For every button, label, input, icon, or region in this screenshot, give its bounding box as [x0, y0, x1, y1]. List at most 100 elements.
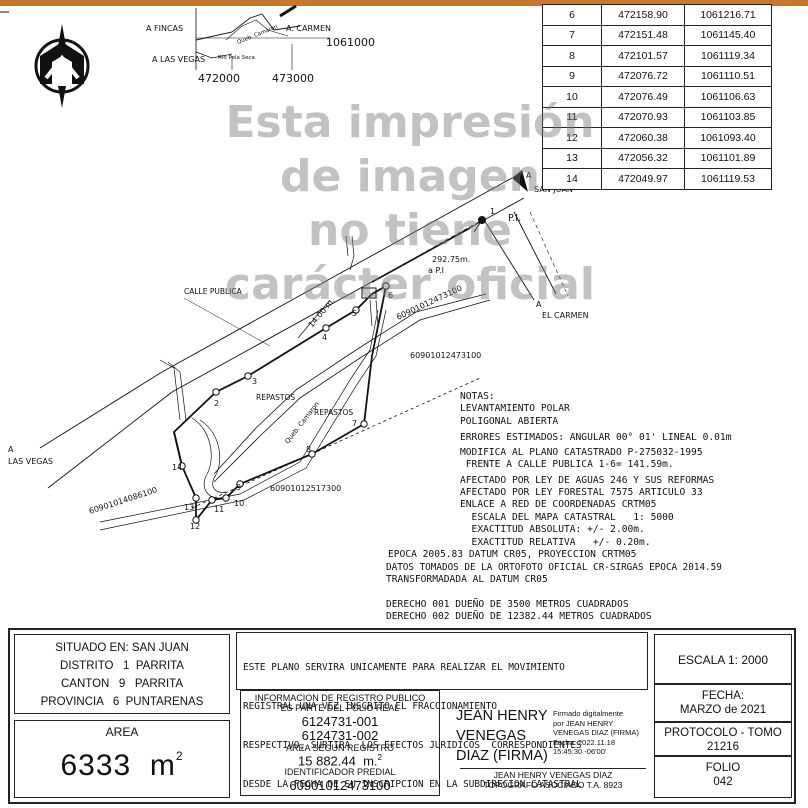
coord-point: 6 — [542, 4, 602, 26]
area-value: 6333 m — [60, 749, 176, 782]
protocolo-label: PROTOCOLO - TOMO — [664, 727, 782, 739]
location-map: A FINCAS A. CARMEN A LAS VEGAS Rio Pela … — [0, 4, 375, 85]
note-line: TRANSFORMADADA AL DATUM CR05 — [386, 574, 548, 585]
coord-x: 472076.72 — [601, 65, 685, 87]
location-box: SITUADO EN: SAN JUAN DISTRITO 1 PARRITA … — [14, 634, 230, 714]
coord-y: 1061093.40 — [684, 127, 772, 149]
signature-line: Fecha: 2022.11.18 — [553, 737, 615, 747]
registro-title-1: INFORMACION DE REGISTRO PUBLICO — [254, 693, 426, 703]
coord-point: 7 — [542, 24, 602, 46]
note-line: AFECTADO POR LEY FORESTAL 7575 ARTICULO … — [460, 487, 703, 498]
survey-point-marker — [178, 462, 186, 470]
coord-point: 12 — [542, 127, 602, 149]
protocolo-box: PROTOCOLO - TOMO 21216 — [654, 722, 792, 756]
coord-x: 472076.49 — [601, 86, 685, 108]
notice-line: REGISTRAL UNA VEZ INSCRITO EL FRACCIONAM… — [243, 701, 497, 712]
note-line: ERRORES ESTIMADOS: ANGULAR 00° 01' LINEA… — [460, 432, 732, 443]
identificador-value: 60901012473100 — [289, 778, 391, 794]
protocolo-value: 21216 — [707, 741, 739, 753]
location-easting-2: 473000 — [272, 72, 314, 85]
a-san-juan-prefix: A — [526, 171, 532, 180]
survey-point-marker — [352, 306, 360, 314]
signer-name-line: VENEGAS — [456, 728, 527, 744]
note-line: DATOS TOMADOS DE LA ORTOFOTO OFICIAL CR-… — [386, 562, 722, 573]
coord-y: 1061101.89 — [684, 147, 772, 169]
calle-publica-label: CALLE PUBLICA — [184, 287, 243, 296]
signature-line: 15:45:30 -06'00' — [553, 747, 607, 756]
a-las-vegas-prefix: A — [8, 445, 14, 454]
survey-point-label: 11 — [214, 505, 224, 514]
fecha-value: MARZO de 2021 — [679, 704, 767, 716]
coord-x: 472151.48 — [601, 24, 685, 46]
signer-name-line: DIAZ (FIRMA) — [456, 748, 548, 764]
situado-label: SITUADO EN: — [55, 642, 129, 654]
repastos-label-2: REPASTOS — [314, 408, 353, 417]
coord-point: 10 — [542, 86, 602, 108]
note-line: NOTAS: — [460, 391, 495, 402]
survey-point-label: 14 — [172, 463, 182, 472]
pi-label: P.I. — [508, 213, 521, 224]
coord-x: 472060.38 — [601, 127, 685, 149]
note-line: AFECTADO POR LEY DE AGUAS 246 Y SUS REFO… — [460, 475, 715, 486]
survey-point-label: 5 — [352, 309, 357, 318]
area-registro-superscript: 2 — [377, 753, 382, 762]
folio-box: FOLIO 042 — [654, 756, 792, 798]
road-el-carmen — [483, 211, 569, 301]
signature-line: VENEGAS DIAZ (FIRMA) — [553, 728, 639, 737]
survey-point-marker — [192, 494, 200, 502]
survey-point-label: 10 — [234, 499, 244, 508]
coord-y: 1061103.85 — [684, 106, 772, 128]
coord-point: 13 — [542, 147, 602, 169]
area-unit-superscript: 2 — [175, 749, 184, 763]
note-line: EPOCA 2005.83 DATUM CR05, PROYECCION CRT… — [388, 549, 637, 560]
survey-point-marker — [382, 282, 390, 290]
survey-point-label: 4 — [322, 333, 327, 342]
digital-signature-text: Firmado digitalmente por JEAN HENRY VENE… — [553, 709, 649, 757]
coord-y: 1061110.51 — [684, 65, 772, 87]
area-label: AREA — [105, 725, 139, 739]
notice-box: ESTE PLANO SERVIRA UNICAMENTE PARA REALI… — [236, 632, 648, 790]
survey-point-marker — [236, 480, 244, 488]
area-registro-label: AREA SEGUN REGISTRO — [285, 743, 395, 753]
location-northing: 1061000 — [326, 36, 375, 49]
notice-line: DESDE LA FECHA DE SU INSCRIPCION EN LA S… — [243, 779, 582, 790]
folio-label: FOLIO — [705, 762, 741, 774]
folio-value: 042 — [713, 776, 733, 788]
area-box: AREA 6333 m2 — [14, 720, 230, 798]
note-line: LEVANTAMIENTO POLAR — [460, 403, 570, 414]
location-rio-label: Rio Pela Seca — [218, 55, 255, 61]
survey-point-marker — [192, 516, 200, 524]
survey-point-label: 6 — [388, 291, 393, 300]
location-a-las-vegas: A LAS VEGAS — [152, 55, 205, 64]
fecha-label: FECHA: — [701, 690, 745, 702]
folio-real-2: 6124731-002 — [301, 728, 379, 743]
survey-point-marker — [322, 324, 330, 332]
signature-line: por JEAN HENRY — [553, 718, 614, 728]
survey-point-label: 12 — [190, 522, 200, 531]
top-border-bar — [0, 0, 808, 6]
registro-box: INFORMACION DE REGISTRO PUBLICO ES PARTE… — [240, 690, 440, 796]
distance-sub-label: a P.I — [428, 266, 444, 275]
coord-x: 472070.93 — [601, 106, 685, 128]
survey-point-label: 9 — [236, 483, 241, 492]
el-carmen-label: EL CARMEN — [542, 311, 589, 320]
scale-box: ESCALA 1: 2000 — [654, 634, 792, 684]
notice-line: RESPECTIVO, SURTIRA LOS EFECTOS JURIDICO… — [243, 740, 582, 751]
distrito-line: DISTRITO 1 PARRITA — [60, 660, 184, 672]
title-block — [8, 628, 796, 804]
note-line: EXACTITUD ABSOLUTA: +/- 2.00m. — [460, 524, 645, 535]
repastos-label-1: REPASTOS — [256, 393, 295, 402]
folio-real-1: 6124731-001 — [301, 714, 379, 729]
quebrada-label: Queb. Camaron — [283, 400, 321, 445]
notice-line: ESTE PLANO SERVIRA UNICAMENTE PARA REALI… — [243, 662, 565, 673]
note-line: EXACTITUD RELATIVA +/- 0.20m. — [460, 537, 651, 548]
signature-line-rule — [460, 768, 646, 769]
a-el-carmen-prefix: A — [536, 300, 542, 309]
note-line: ENLACE A RED DE COORDENADAS CRTM05 — [460, 499, 657, 510]
